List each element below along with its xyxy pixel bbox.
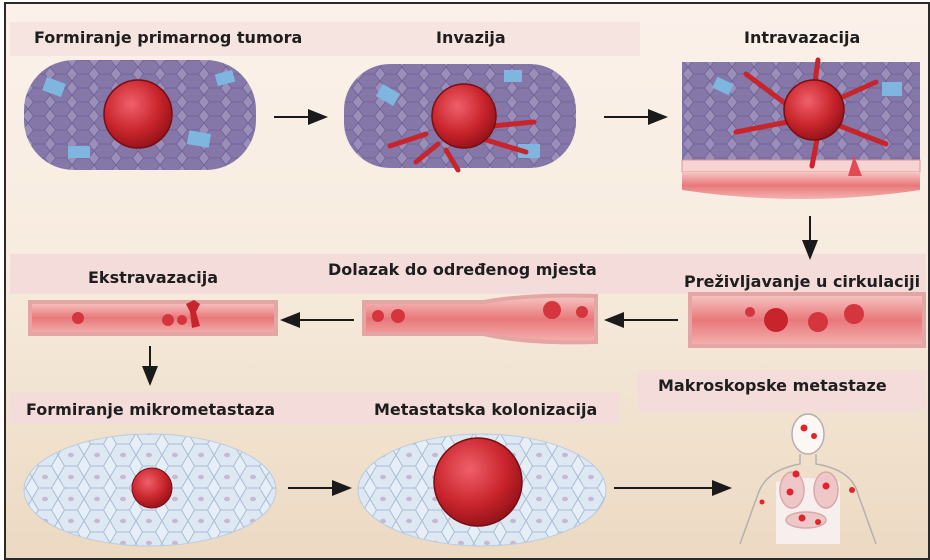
- stage-label-colonization: Metastatska kolonizacija: [368, 398, 603, 422]
- circulation-panel: [690, 294, 924, 346]
- colonization-panel: [358, 434, 606, 546]
- stage-label-invasion: Invazija: [430, 26, 512, 50]
- arrest-panel: [364, 296, 596, 343]
- primary-tumor-panel: [24, 60, 256, 170]
- stage-label-primary-tumor: Formiranje primarnog tumora: [28, 26, 308, 50]
- stage-label-survival: Preživljavanje u cirkulaciji: [678, 270, 926, 294]
- stage-label-macroscopic: Makroskopske metastaze: [652, 374, 893, 398]
- stage-label-micrometastasis: Formiranje mikrometastaza: [20, 398, 281, 422]
- intravasation-panel: [682, 60, 920, 199]
- diagram-frame: Formiranje primarnog tumora Invazija Int…: [4, 2, 930, 560]
- extravasation-panel: [30, 300, 276, 334]
- stage-label-intravasation: Intravazacija: [738, 26, 866, 50]
- human-body-illustration: [740, 414, 876, 544]
- invasion-panel: [344, 64, 576, 170]
- stage-label-extravasation: Ekstravazacija: [82, 266, 224, 290]
- stage-label-arrest: Dolazak do određenog mjesta: [322, 258, 603, 282]
- micrometastasis-panel: [24, 434, 276, 546]
